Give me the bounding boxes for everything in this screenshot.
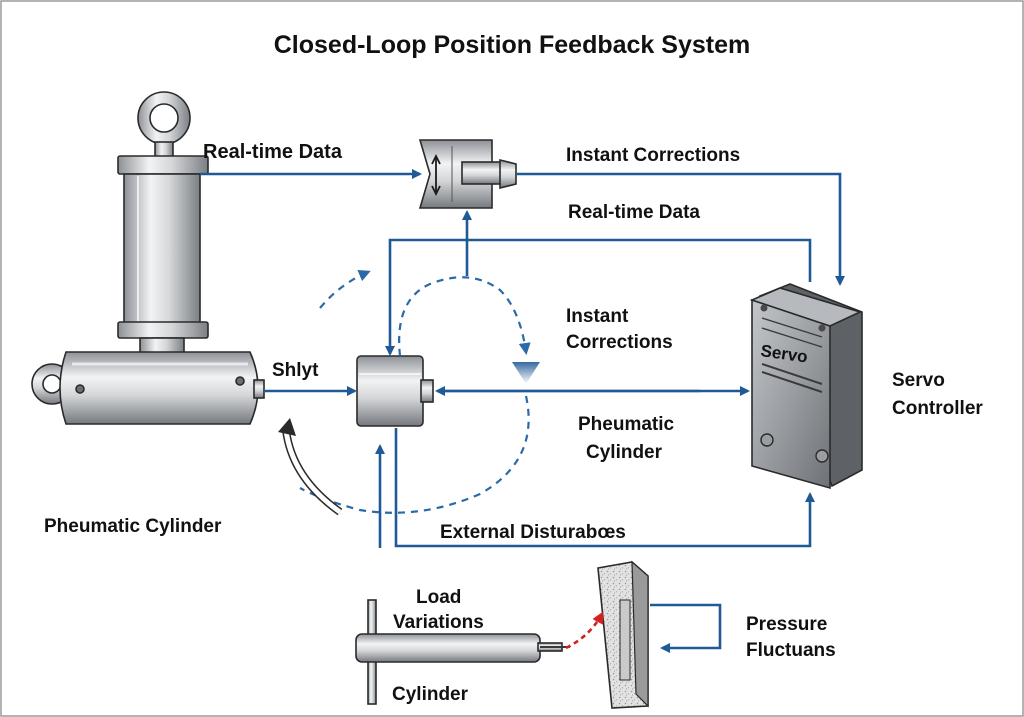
label-pressure-fluctuations-2: Fluctuans [746, 640, 836, 661]
label-servo-controller-2: Controller [892, 398, 983, 419]
diagram-title: Closed-Loop Position Feedback System [274, 31, 750, 59]
flow-real-time-data-mid [385, 238, 812, 356]
flow-pressure-fluctuations [650, 603, 722, 653]
flow-external-disturbances [394, 428, 815, 548]
label-servo-controller-1: Servo [892, 370, 945, 391]
label-pheumatic-cylinder-mid-2: Cylinder [586, 442, 663, 463]
label-pheumatic-cylinder-left: Pheumatic Cylinder [44, 516, 222, 537]
center-actuator [356, 355, 434, 427]
label-pressure-fluctuations-1: Pressure [746, 614, 827, 635]
vertical-pneumatic-cylinder [117, 91, 209, 365]
position-sensor [418, 139, 517, 209]
label-load-variations-2: Variations [393, 612, 484, 633]
label-load-variations-1: Load [416, 587, 461, 608]
label-shlyt: Shlyt [272, 360, 319, 381]
correction-beam [512, 362, 540, 384]
label-instant-corrections-top: Instant Corrections [566, 145, 740, 166]
servo-controller-device: Servo [749, 283, 863, 490]
label-external-disturbances: External Disturabœs [440, 522, 626, 543]
label-real-time-data-top: Real-time Data [203, 141, 343, 163]
flow-lines [200, 169, 845, 653]
label-pheumatic-cylinder-mid-1: Pheumatic [578, 414, 675, 435]
label-instant-corrections-mid-1: Instant [566, 306, 629, 327]
flow-instant-corrections-top [516, 172, 845, 286]
horizontal-pneumatic-cylinder [31, 351, 265, 425]
label-cylinder-bottom: Cylinder [392, 684, 469, 705]
label-real-time-data-mid: Real-time Data [568, 202, 700, 223]
bottom-cylinder [355, 599, 570, 705]
pressure-sensor-plate [597, 560, 649, 709]
label-instant-corrections-mid-2: Corrections [566, 332, 673, 353]
dashed-feedback-loops [278, 270, 604, 650]
disturbance-arrow [565, 611, 604, 650]
